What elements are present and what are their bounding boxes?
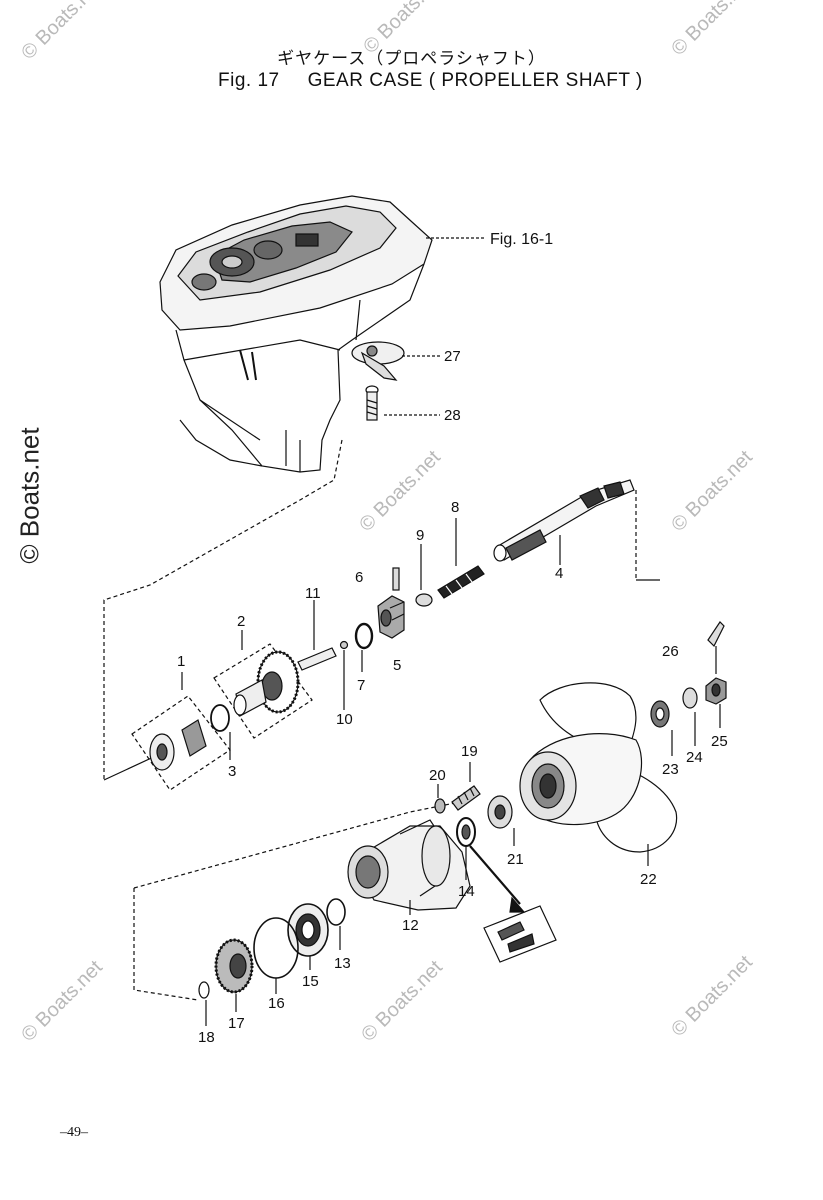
part-19-bolt [451, 785, 481, 811]
gear-case-housing [159, 195, 433, 473]
part-27-anode [351, 341, 405, 381]
callout-9: 9 [416, 527, 424, 544]
callout-14: 14 [458, 883, 475, 900]
callout-24: 24 [686, 749, 703, 766]
part-21-collar [487, 795, 513, 829]
part-13-shim [326, 898, 346, 926]
part-20-washer [434, 798, 446, 814]
figure-name: GEAR CASE ( PROPELLER SHAFT ) [307, 70, 643, 91]
part-7-ring [354, 622, 374, 650]
callout-20: 20 [429, 767, 446, 784]
callout-26: 26 [662, 643, 679, 660]
title-japanese: ギヤケース（プロペラシャフト） [277, 49, 546, 69]
callout-5: 5 [393, 657, 401, 674]
callout-21: 21 [507, 851, 524, 868]
callout-1: 1 [177, 653, 185, 670]
part-22-propeller [519, 682, 678, 853]
part-1-bearing [131, 695, 231, 791]
callout-4: 4 [555, 565, 563, 582]
callout-2: 2 [237, 613, 245, 630]
part-4-propeller-shaft [493, 479, 635, 562]
callout-28: 28 [444, 407, 461, 424]
callout-8: 8 [451, 499, 459, 516]
figure-number: Fig. 17 [218, 70, 280, 91]
part-5-clutch [377, 595, 405, 639]
callout-3: 3 [228, 763, 236, 780]
callout-11: 11 [305, 585, 321, 602]
part-8-spring [437, 565, 485, 599]
part-14-oil-seal [456, 817, 476, 847]
figure-title: Fig. 17 GEAR CASE ( PROPELLER SHAFT ) [218, 70, 643, 92]
part-17-reverse-gear [214, 938, 254, 994]
part-12-bearing-housing [347, 819, 471, 911]
page-number: –49– [60, 1125, 88, 1140]
seal-detail-inset [483, 905, 557, 963]
part-25-nut [705, 677, 727, 705]
part-16-o-ring [253, 917, 299, 979]
callout-15: 15 [302, 973, 319, 990]
callout-23: 23 [662, 761, 679, 778]
callout-22: 22 [640, 871, 657, 888]
part-2-forward-gear [213, 643, 313, 739]
part-6-pin [392, 567, 400, 591]
part-23-spacer [650, 700, 670, 728]
watermark-vertical: © Boats.net [14, 427, 45, 564]
part-11-push-rod [297, 647, 337, 671]
part-10-ball [339, 640, 349, 650]
callout-16: 16 [268, 995, 285, 1012]
callout-27: 27 [444, 348, 461, 365]
part-9-plunger [415, 593, 433, 607]
part-26-cotter-pin [707, 621, 725, 674]
reference-fig-16-1: Fig. 16-1 [490, 231, 553, 248]
callout-18: 18 [198, 1029, 215, 1046]
callout-7: 7 [357, 677, 365, 694]
callout-17: 17 [228, 1015, 245, 1032]
part-24-washer [682, 687, 698, 709]
callout-12: 12 [402, 917, 419, 934]
callout-19: 19 [461, 743, 478, 760]
callout-25: 25 [711, 733, 728, 750]
part-18-shim [198, 981, 210, 999]
part-28-bolt [365, 385, 379, 421]
callout-6: 6 [355, 569, 363, 586]
part-3-shim [210, 704, 230, 732]
callout-10: 10 [336, 711, 353, 728]
callout-13: 13 [334, 955, 351, 972]
